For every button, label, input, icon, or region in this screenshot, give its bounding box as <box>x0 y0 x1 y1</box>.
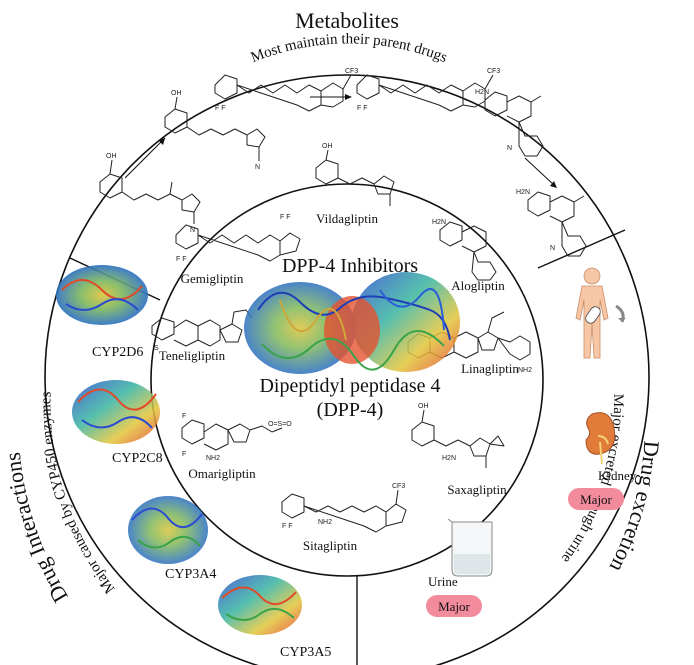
cyp2d6-structure-image <box>56 265 148 325</box>
svg-text:OH: OH <box>171 90 182 97</box>
metabolite-structures: OH N OH N CF3 F F CF3 F F H2N N <box>99 68 587 257</box>
svg-text:NH2: NH2 <box>206 455 220 462</box>
svg-text:H2N: H2N <box>432 219 446 226</box>
svg-text:O=S=O: O=S=O <box>268 421 292 428</box>
saxagliptin-label: Saxagliptin <box>447 482 507 497</box>
alogliptin-label: Alogliptin <box>451 278 505 293</box>
svg-text:NH2: NH2 <box>318 519 332 526</box>
omarigliptin-label: Omarigliptin <box>188 466 256 481</box>
metabolite-arrow-1 <box>124 137 166 179</box>
svg-text:CF3: CF3 <box>345 68 358 75</box>
vildagliptin-structure: OH <box>315 143 395 206</box>
urine-major-badge <box>426 595 482 617</box>
human-body-icon <box>575 267 626 359</box>
urine-label: Urine <box>428 574 458 589</box>
vildagliptin-metabolite-structure: OH N <box>164 90 266 171</box>
arrow-head-2 <box>345 94 352 100</box>
metabolites-subtitle: Most maintain their parent drugs <box>249 31 450 66</box>
omarigliptin-structure: F F NH2 O=S=O <box>181 413 292 462</box>
cyp3a4-label: CYP3A4 <box>165 567 216 582</box>
cyp2c8-label: CYP2C8 <box>112 451 163 466</box>
arrow-head-3 <box>550 181 557 188</box>
gemigliptin-label: Gemigliptin <box>181 271 244 286</box>
alogliptin-structure: H2N <box>432 219 497 281</box>
svg-text:F F: F F <box>282 523 293 530</box>
svg-text:F F: F F <box>280 214 291 221</box>
svg-text:OH: OH <box>106 153 117 160</box>
dpp4-protein-image <box>244 272 460 374</box>
kidney-label: Kidney <box>598 468 637 483</box>
gemigliptin-metabolite-structure: CF3 F F <box>356 68 500 112</box>
svg-text:N: N <box>507 145 512 152</box>
urine-beaker-icon <box>447 518 493 577</box>
saxagliptin-structure: OH H2N <box>411 403 505 468</box>
kidney-icon <box>585 412 616 465</box>
svg-text:CF3: CF3 <box>487 68 500 75</box>
arrow-head-1 <box>158 138 165 145</box>
linagliptin-label: Linagliptin <box>461 361 519 376</box>
gemigliptin-structure: F F F F <box>175 214 301 263</box>
center-title: DPP-4 Inhibitors <box>282 255 418 277</box>
svg-text:F: F <box>182 413 186 420</box>
kidney-major-badge-text: Major <box>580 492 612 507</box>
center-protein-name: Dipeptidyl peptidase 4 <box>259 375 440 397</box>
teneligliptin-structure: S <box>151 309 253 352</box>
metabolites-title: Metabolites <box>295 8 399 33</box>
divider-right <box>537 229 626 269</box>
cyp3a5-label: CYP3A5 <box>280 645 331 660</box>
kidney-major-badge <box>568 488 624 510</box>
teneligliptin-label: Teneligliptin <box>159 348 226 363</box>
alogliptin-parent-structure: H2N N <box>475 89 544 157</box>
alogliptin-metabolite-structure: H2N N <box>516 189 587 257</box>
svg-text:H2N: H2N <box>475 89 489 96</box>
svg-text:F F: F F <box>215 105 226 112</box>
svg-text:N: N <box>190 227 195 234</box>
svg-text:S: S <box>154 345 159 352</box>
svg-text:NH2: NH2 <box>518 367 532 374</box>
svg-text:N: N <box>255 164 260 171</box>
cyp3a4-structure-image <box>128 496 208 564</box>
svg-text:H2N: H2N <box>516 189 530 196</box>
cyp3a5-structure-image <box>218 575 302 635</box>
gemigliptin-parent-structure: CF3 F F <box>214 68 358 112</box>
vildagliptin-label: Vildagliptin <box>316 211 379 226</box>
urine-major-badge-text: Major <box>438 599 470 614</box>
svg-text:F F: F F <box>176 256 187 263</box>
inner-drug-structures: OH Vildagliptin F F F F Gemigliptin H2N … <box>151 143 532 553</box>
outer-ring <box>44 74 650 665</box>
svg-text:N: N <box>550 245 555 252</box>
cyp2d6-label: CYP2D6 <box>92 345 143 360</box>
sitagliptin-label: Sitagliptin <box>303 538 358 553</box>
center-protein-abbrev: (DPP-4) <box>317 399 384 421</box>
inner-ring <box>150 183 544 577</box>
metabolite-arrow-3 <box>524 157 556 187</box>
cyp2c8-structure-image <box>72 380 160 444</box>
svg-text:H2N: H2N <box>442 455 456 462</box>
vildagliptin-parent-structure: OH N <box>99 153 201 234</box>
sitagliptin-structure: CF3 F F NH2 <box>281 483 407 533</box>
svg-text:OH: OH <box>418 403 429 410</box>
svg-text:OH: OH <box>322 143 333 150</box>
svg-text:F: F <box>182 451 186 458</box>
svg-text:CF3: CF3 <box>392 483 405 490</box>
svg-text:F F: F F <box>357 105 368 112</box>
